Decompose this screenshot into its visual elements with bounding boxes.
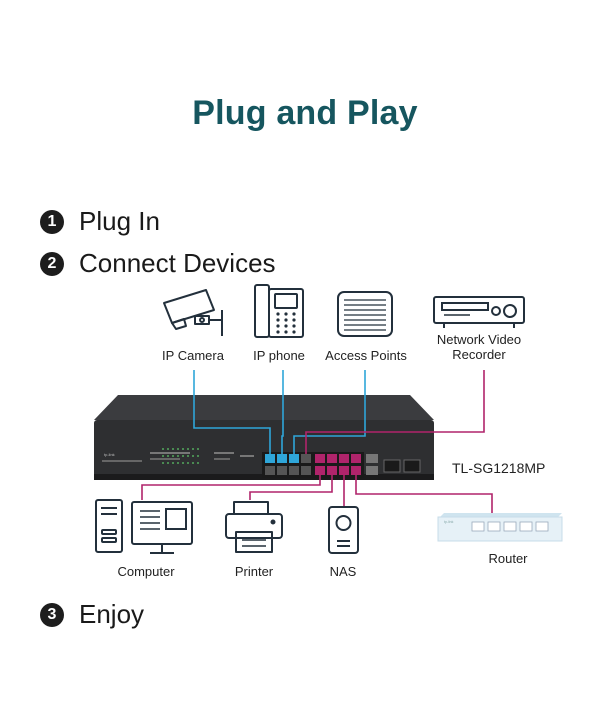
label-ip-camera: IP Camera bbox=[162, 348, 224, 363]
line-router bbox=[355, 475, 493, 516]
line-ip-phone bbox=[281, 370, 284, 454]
step-connect-devices: 2 Connect Devices bbox=[40, 248, 276, 279]
computer-icon bbox=[95, 499, 193, 554]
step-label-connect-devices: Connect Devices bbox=[79, 248, 276, 278]
line-nvr bbox=[305, 370, 485, 454]
step-plug-in: 1 Plug In bbox=[40, 206, 160, 237]
access-point-icon bbox=[337, 291, 393, 337]
step-enjoy: 3 Enjoy bbox=[40, 599, 144, 630]
label-computer: Computer bbox=[117, 564, 175, 579]
router-brand-logo: tp-link bbox=[444, 520, 454, 524]
label-router: Router bbox=[488, 551, 528, 566]
step-label-plug-in: Plug In bbox=[79, 206, 160, 236]
switch-sfp-port bbox=[403, 459, 421, 473]
step-number-2: 2 bbox=[40, 251, 64, 276]
switch-sfp-port bbox=[383, 459, 401, 473]
line-printer bbox=[249, 475, 333, 500]
line-ip-camera bbox=[193, 370, 271, 454]
label-nas: NAS bbox=[329, 564, 357, 579]
label-nvr-line1: Network Video bbox=[436, 332, 522, 347]
line-access-points bbox=[293, 370, 366, 454]
poe-connection-lines bbox=[193, 370, 366, 454]
switch-poe-ports bbox=[265, 454, 311, 475]
data-connection-lines bbox=[141, 370, 493, 516]
printer-icon bbox=[225, 501, 283, 553]
step-number-3: 3 bbox=[40, 602, 64, 627]
label-printer: Printer bbox=[234, 564, 274, 579]
step-number-1: 1 bbox=[40, 209, 64, 234]
network-video-recorder-icon bbox=[433, 296, 525, 328]
switch-data-ports bbox=[315, 454, 361, 475]
label-nvr-line2: Recorder bbox=[452, 347, 506, 362]
switch-brand-logo: tp-link bbox=[104, 452, 115, 457]
page-title: Plug and Play bbox=[192, 94, 418, 132]
line-computer bbox=[141, 475, 321, 500]
nas-icon bbox=[328, 506, 359, 554]
router-icon: tp-link bbox=[437, 513, 563, 542]
switch-led-array bbox=[162, 448, 199, 464]
step-label-enjoy: Enjoy bbox=[79, 599, 145, 629]
label-access-points: Access Points bbox=[325, 348, 407, 363]
switch-model-label: TL-SG1218MP bbox=[452, 460, 546, 476]
ip-phone-icon bbox=[254, 284, 304, 338]
switch-top-panel bbox=[94, 395, 434, 420]
ip-camera-icon bbox=[163, 289, 223, 336]
switch-device: tp-link bbox=[94, 395, 434, 480]
label-ip-phone: IP phone bbox=[253, 348, 305, 363]
